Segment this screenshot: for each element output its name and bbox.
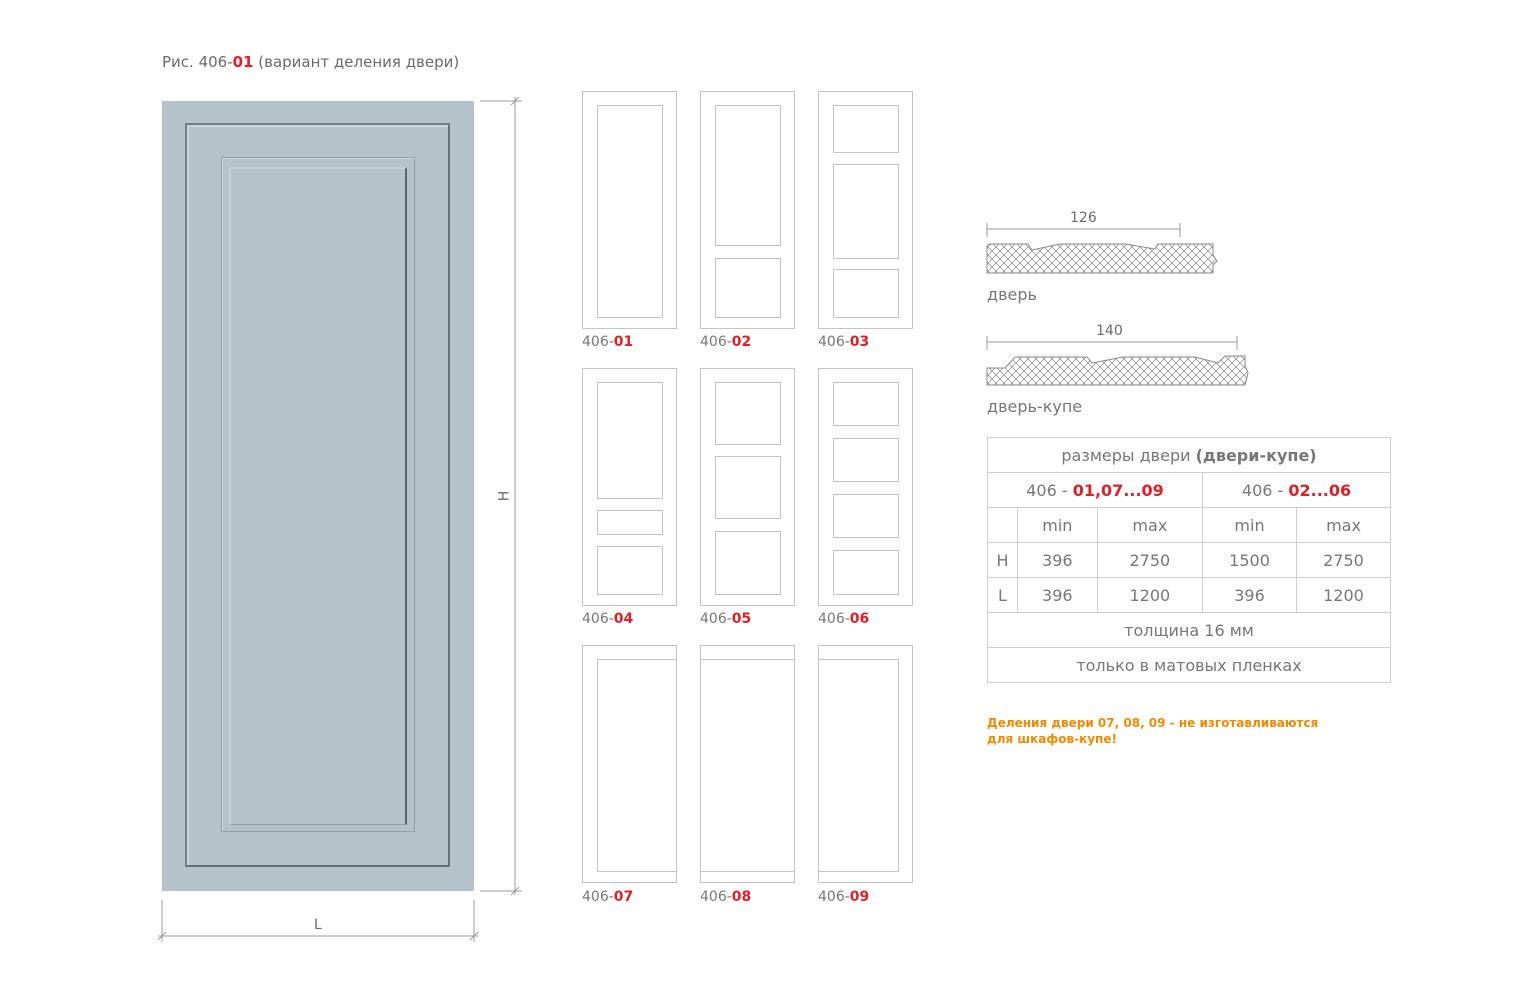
- variant-04-thumb[interactable]: [582, 368, 677, 606]
- variant-08-label: 406-08: [700, 889, 752, 905]
- min-header: min: [1202, 507, 1297, 543]
- variant-03-label: 406-03: [818, 334, 870, 350]
- figure-caption: Рис. 406-01 (вариант деления двери): [162, 53, 460, 71]
- table-row: L 396 1200 396 1200: [987, 577, 1392, 613]
- variant-01-thumb[interactable]: [582, 91, 677, 329]
- variant-09-label: 406-09: [818, 889, 870, 905]
- warning-note: Деления двери 07, 08, 09 - не изготавлив…: [987, 716, 1319, 746]
- variant-07-label: 406-07: [582, 889, 634, 905]
- variant-08-thumb[interactable]: [700, 645, 795, 883]
- variant-07-thumb[interactable]: [582, 645, 677, 883]
- variant-03-thumb[interactable]: [818, 91, 913, 329]
- variant-05-thumb[interactable]: [700, 368, 795, 606]
- group2-header: 406 - 02...06: [1202, 472, 1391, 508]
- max-header: max: [1096, 507, 1204, 543]
- table-title: размеры двери (двери-купе): [987, 437, 1391, 473]
- sliding-profile-width: 140: [1096, 323, 1123, 339]
- min-header: min: [1017, 507, 1098, 543]
- variant-02-thumb[interactable]: [700, 91, 795, 329]
- variant-01-label: 406-01: [582, 334, 634, 350]
- height-label: H: [496, 490, 513, 502]
- variant-09-thumb[interactable]: [818, 645, 913, 883]
- width-label: L: [314, 917, 322, 933]
- variant-06-label: 406-06: [818, 611, 870, 627]
- variant-05-label: 406-05: [700, 611, 752, 627]
- door-preview: [162, 101, 474, 891]
- sliding-door-profile: [986, 355, 1249, 386]
- group1-header: 406 - 01,07...09: [986, 472, 1204, 508]
- max-header: max: [1295, 507, 1392, 543]
- door-profile-width: 126: [1070, 210, 1097, 226]
- variant-02-label: 406-02: [700, 334, 752, 350]
- variant-06-thumb[interactable]: [818, 368, 913, 606]
- profile-drawings: [986, 223, 1249, 386]
- sizes-table: размеры двери (двери-купе) 406 - 01,07..…: [986, 437, 1392, 683]
- sliding-profile-label: дверь-купе: [987, 397, 1083, 416]
- thickness-row: толщина 16 мм: [987, 612, 1391, 648]
- table-row: H 396 2750 1500 2750: [987, 542, 1392, 578]
- variant-04-label: 406-04: [582, 611, 634, 627]
- finish-row: только в матовых пленках: [987, 647, 1391, 683]
- door-profile-label: дверь: [987, 285, 1037, 304]
- door-profile: [986, 243, 1218, 274]
